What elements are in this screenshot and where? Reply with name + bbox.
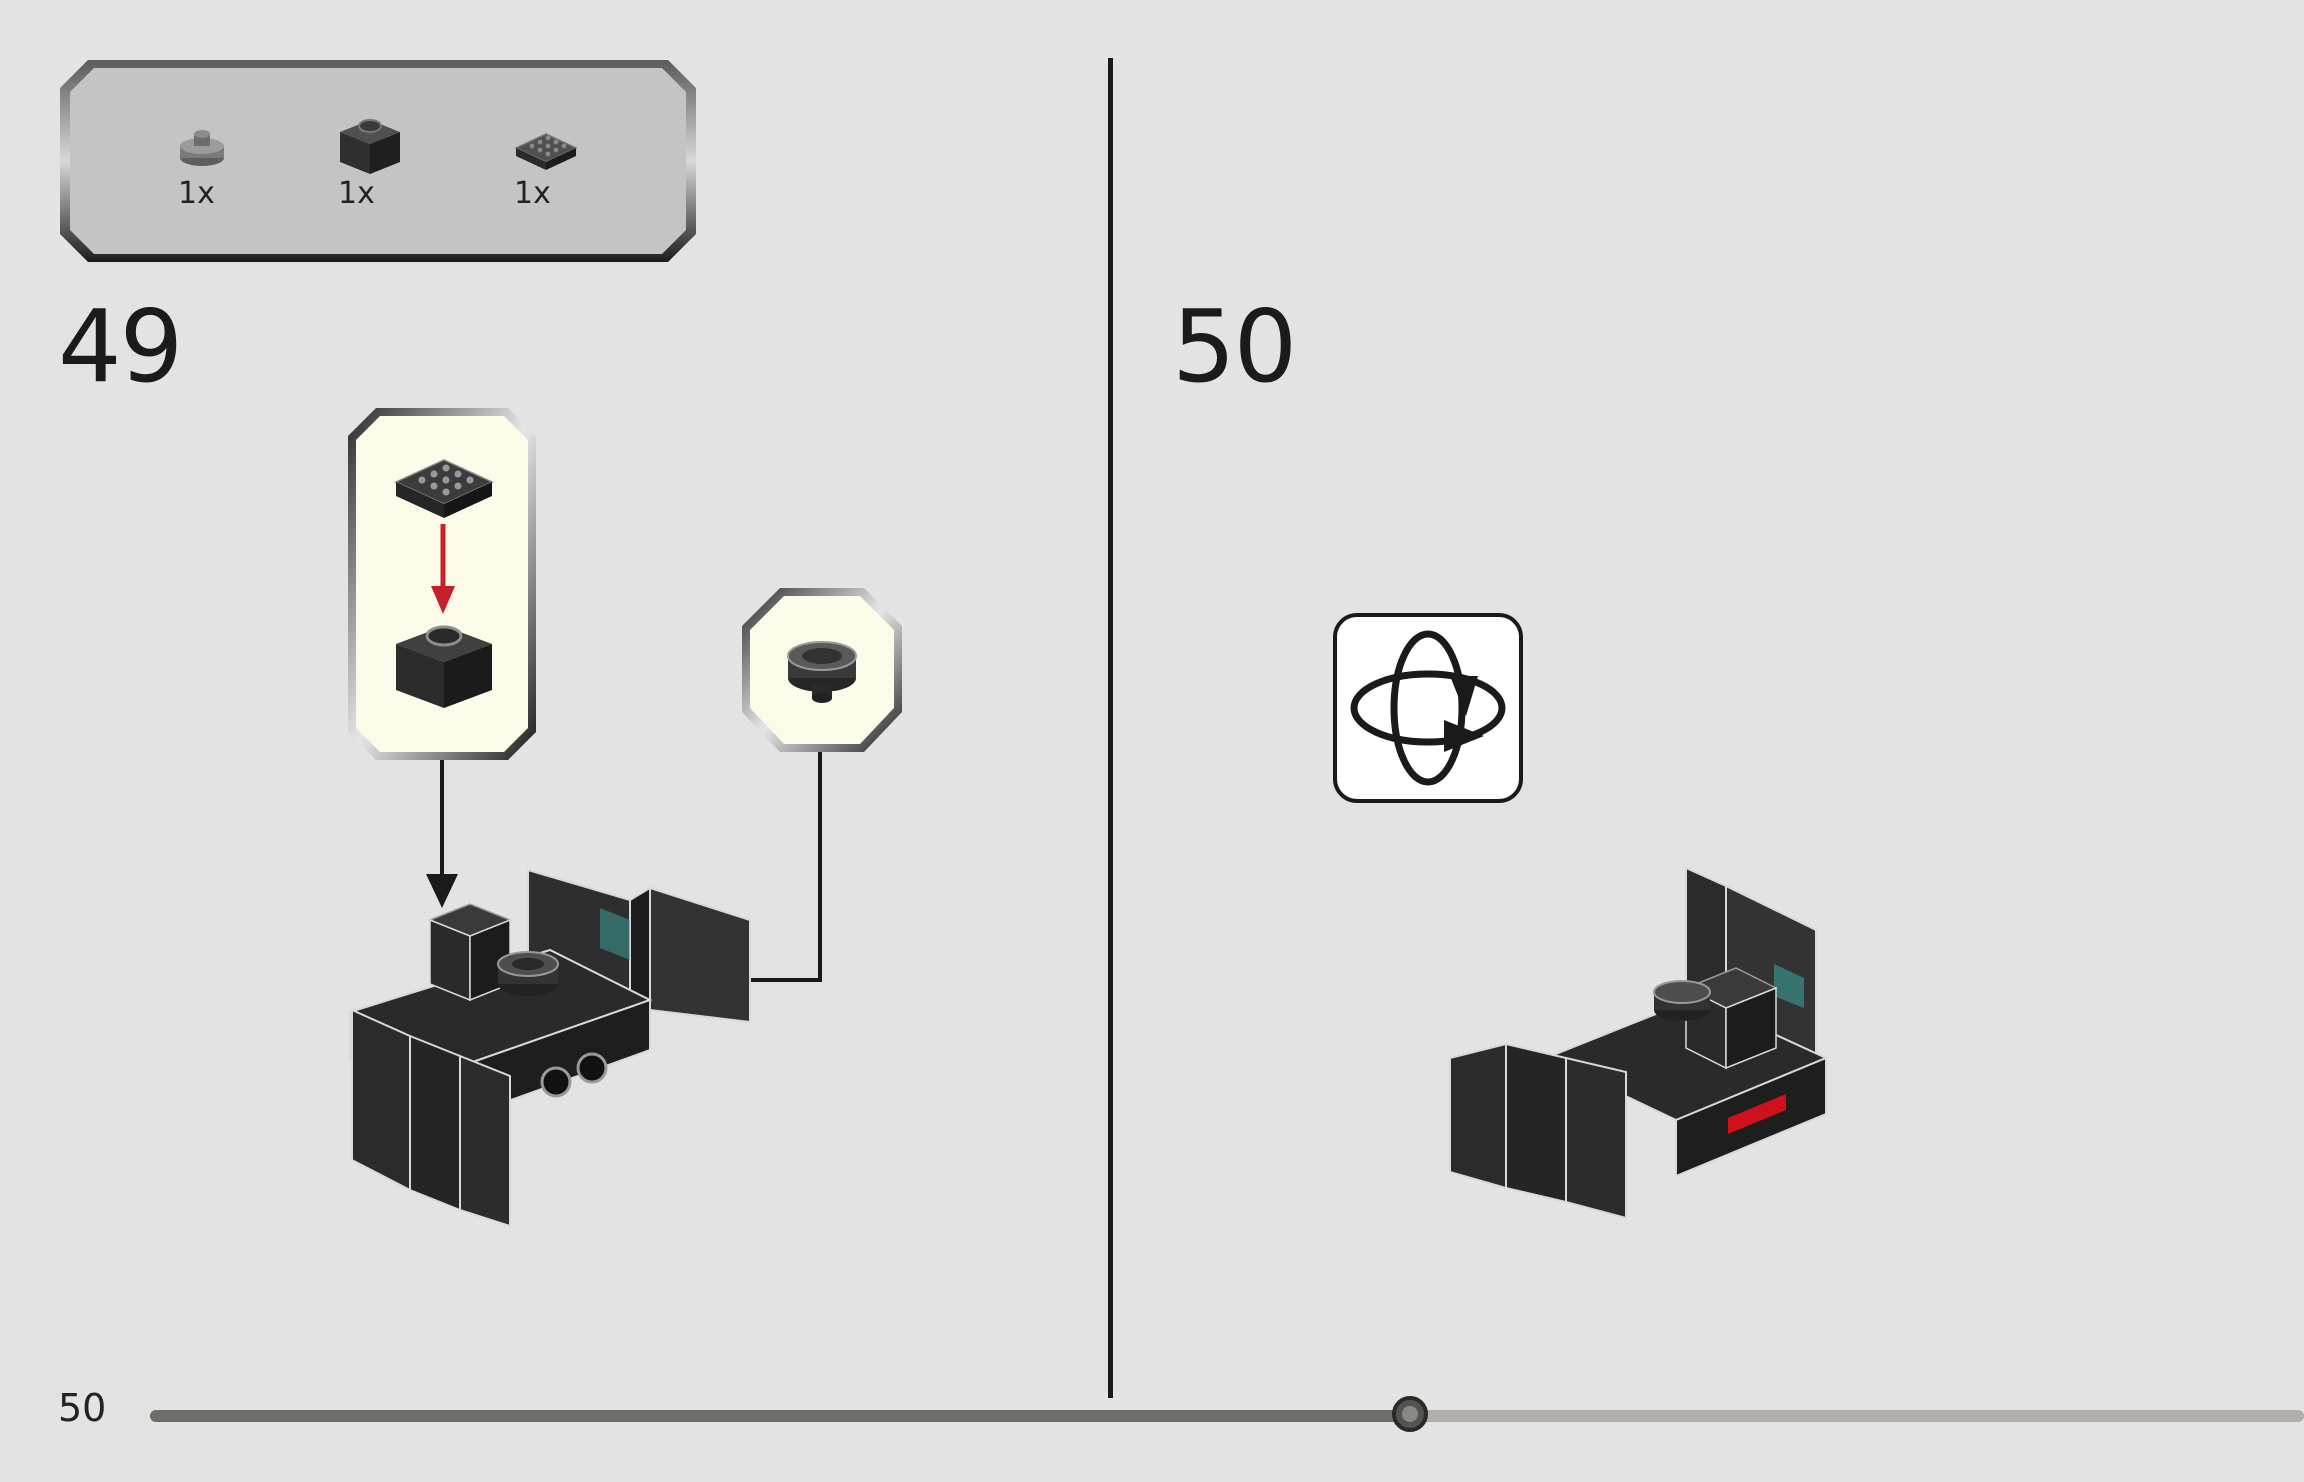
- progress-knob: [1392, 1396, 1428, 1432]
- brick-1x1-icon: [340, 119, 400, 174]
- step-divider: [1108, 58, 1113, 1398]
- step-50-model: [1449, 866, 1829, 1220]
- rotate-model-icon: [1333, 613, 1523, 803]
- part-qty-3: 1x: [514, 176, 551, 211]
- page-number: 50: [58, 1386, 107, 1430]
- round-plate-icon: [180, 130, 224, 166]
- round-plate-icon: [787, 641, 857, 703]
- progress-bar-fill: [150, 1410, 1410, 1422]
- plate-2x3-icon: [514, 133, 578, 170]
- step-49-model: [347, 868, 751, 1228]
- step-number-49: 49: [58, 288, 183, 405]
- plate-2x3-icon: [394, 459, 494, 518]
- part-qty-1: 1x: [178, 176, 215, 211]
- step-number-50: 50: [1172, 288, 1297, 405]
- brick-1x1-icon: [396, 625, 492, 708]
- part-qty-2: 1x: [338, 176, 375, 211]
- assembly-arrow-left: [426, 760, 458, 908]
- progress-bar: [150, 1410, 2304, 1422]
- red-down-arrow-icon: [431, 524, 455, 614]
